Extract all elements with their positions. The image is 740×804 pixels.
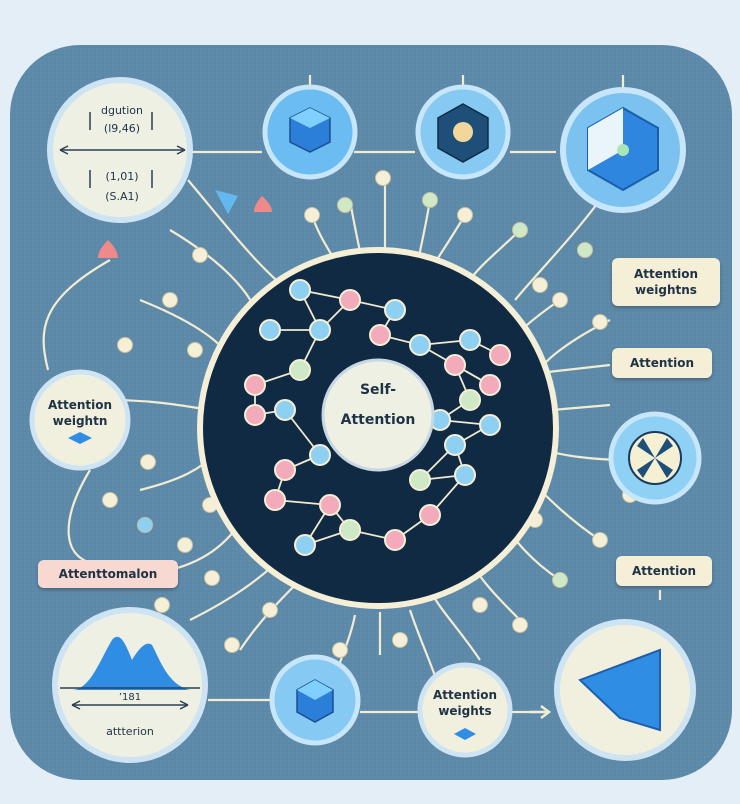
junction-dot [577, 242, 593, 258]
network-node [444, 434, 466, 456]
network-nodes [244, 279, 511, 556]
arrow-icon [530, 705, 552, 719]
top-left-text-4: (S.A1) [105, 190, 139, 203]
network-node [309, 444, 331, 466]
junction-dot [102, 492, 118, 508]
bottom-node-weights [417, 662, 513, 758]
right-tag-attention: Attention [612, 348, 712, 378]
network-node [409, 469, 431, 491]
junction-dot [512, 617, 528, 633]
network-node [454, 464, 476, 486]
pink-drop [98, 240, 118, 258]
network-node [419, 504, 441, 526]
network-node [384, 529, 406, 551]
network-node [339, 519, 361, 541]
junction-dot [140, 454, 156, 470]
network-node [459, 389, 481, 411]
right-tag-attention-low: Attention [616, 556, 712, 586]
junction-dots [102, 170, 638, 658]
diamond-icon [454, 728, 476, 740]
junction-dot [592, 532, 608, 548]
network-node [244, 404, 266, 426]
network-node [289, 359, 311, 381]
network-node [409, 334, 431, 356]
left-node-label-1: Attention [47, 398, 113, 412]
top-left-text-1: dgution [100, 104, 143, 117]
center-label-line1: Self- [359, 382, 397, 398]
right-tag-weights-line1: Attention [633, 267, 699, 281]
junction-dot [154, 597, 170, 613]
network-node [274, 459, 296, 481]
junction-dot [422, 192, 438, 208]
network-node [264, 489, 286, 511]
junction-dot [337, 197, 353, 213]
top-left-text-3: (1,01) [105, 170, 139, 183]
center-label-line2: Attention [340, 412, 416, 428]
bottom-left-text-2: attterion [106, 725, 154, 738]
junction-dot [332, 642, 348, 658]
junction-dot [162, 292, 178, 308]
diamond-icon [68, 432, 92, 444]
network-node [489, 344, 511, 366]
network-node [294, 534, 316, 556]
cube-icon [289, 107, 331, 153]
bottom-left-panel-marks [60, 687, 200, 710]
junction-dot [592, 314, 608, 330]
network-node [479, 374, 501, 396]
left-node-label-2: weightn [52, 414, 108, 428]
network-node [244, 374, 266, 396]
network-node [369, 324, 391, 346]
junction-dot [177, 537, 193, 553]
network-node [309, 319, 331, 341]
junction-dot [532, 277, 548, 293]
left-node [29, 369, 131, 471]
network-node [259, 319, 281, 341]
top-left-text-2: (l9,46) [103, 122, 141, 135]
top-left-panel-marks [59, 112, 186, 188]
junction-dot [117, 337, 133, 353]
core-label-disc [321, 358, 435, 472]
network-node [339, 289, 361, 311]
hex-icon [587, 106, 659, 192]
junction-dot [262, 602, 278, 618]
junction-dot [224, 637, 240, 653]
blue-shard [215, 190, 238, 214]
junction-dot [512, 222, 528, 238]
pink-drop [254, 196, 272, 212]
junction-dot [552, 292, 568, 308]
junction-dot [304, 207, 320, 223]
network-node [479, 414, 501, 436]
fan-icon [628, 431, 682, 485]
right-tag-weights: Attention weightns [612, 258, 720, 306]
left-tag: Attenttomalon [38, 560, 178, 588]
bottom-left-text-1: ’181 [118, 692, 142, 703]
cube-icon [437, 103, 489, 163]
junction-dot [457, 207, 473, 223]
junction-dot [137, 517, 153, 533]
network-node [444, 354, 466, 376]
junction-dot [392, 632, 408, 648]
network-node [384, 299, 406, 321]
junction-dot [472, 597, 488, 613]
bottom-node-label-1: Attention [432, 688, 498, 702]
wedge-icon [578, 648, 661, 732]
network-node [319, 494, 341, 516]
right-tag-weights-line2: weightns [635, 283, 697, 297]
junction-dot [192, 247, 208, 263]
junction-dot [375, 170, 391, 186]
junction-dot [204, 570, 220, 586]
distribution-curve [72, 636, 190, 690]
network-node [289, 279, 311, 301]
junction-dot [187, 342, 203, 358]
network-node [459, 329, 481, 351]
bottom-node-label-2: weights [438, 704, 492, 718]
cube-icon [296, 679, 334, 723]
junction-dot [552, 572, 568, 588]
network-node [274, 399, 296, 421]
